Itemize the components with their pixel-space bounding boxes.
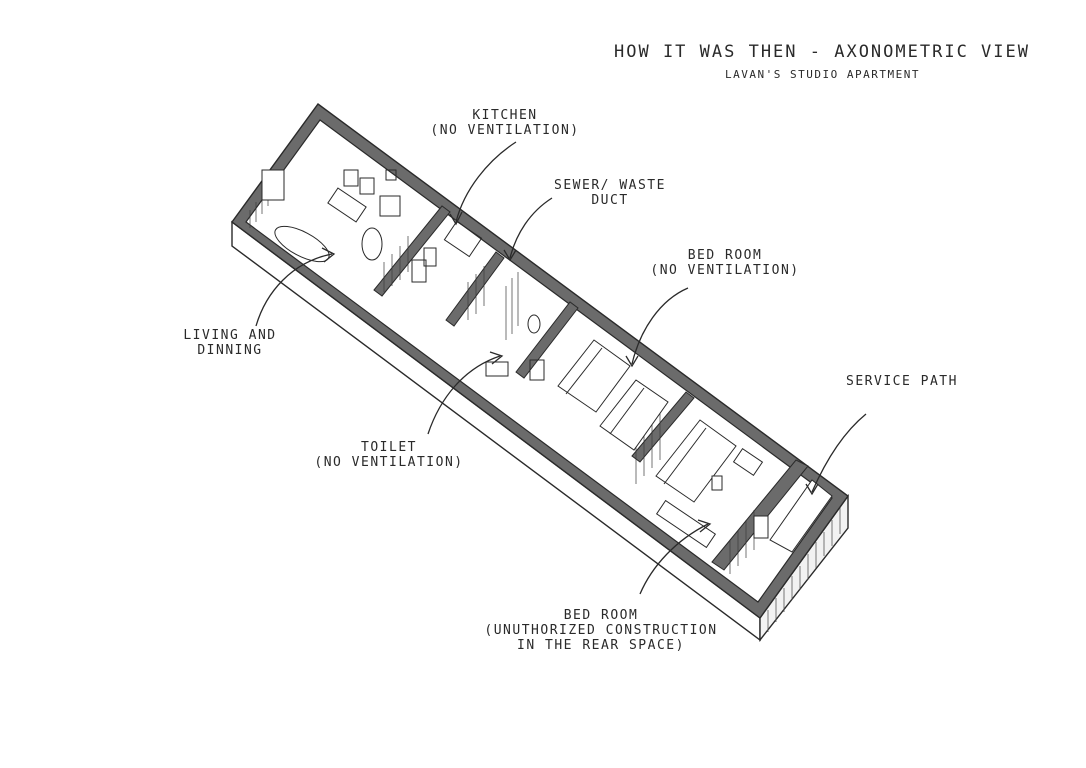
page-title: HOW IT WAS THEN - AXONOMETRIC VIEW xyxy=(614,42,1030,62)
toilet-label: TOILET (NO VENTILATION) xyxy=(314,440,464,470)
bedroom2-label: BED ROOM (UNUTHORIZED CONSTRUCTION IN TH… xyxy=(484,608,718,653)
sewer-arrow xyxy=(509,197,553,259)
bedroom1-arrow xyxy=(631,287,689,365)
window-left xyxy=(261,169,285,201)
bedroom1-label: BED ROOM (NO VENTILATION) xyxy=(650,248,800,278)
service-arrow xyxy=(811,413,867,493)
kitchen-label: KITCHEN (NO VENTILATION) xyxy=(430,108,580,138)
partition-walls xyxy=(373,205,809,571)
kitchen-fixtures xyxy=(411,220,483,283)
service-path-label: SERVICE PATH xyxy=(846,374,958,389)
bedroom2-furniture xyxy=(655,419,764,549)
toilet-arrow xyxy=(427,355,501,435)
kitchen-arrow xyxy=(455,141,517,223)
service-path-floor xyxy=(769,479,833,553)
page-subtitle: LAVAN'S STUDIO APARTMENT xyxy=(725,68,920,81)
bedroom2-arrow xyxy=(639,523,709,595)
toilet-fixtures xyxy=(485,314,545,381)
leader-arrows xyxy=(255,141,867,595)
living-arrow xyxy=(255,253,333,327)
bedroom1-beds xyxy=(557,339,669,451)
sewer-duct-label: SEWER/ WASTE DUCT xyxy=(554,178,666,208)
slab-side-hatch xyxy=(767,508,841,632)
window-rear xyxy=(753,515,769,539)
living-dining-label: LIVING AND DINNING xyxy=(183,328,277,358)
